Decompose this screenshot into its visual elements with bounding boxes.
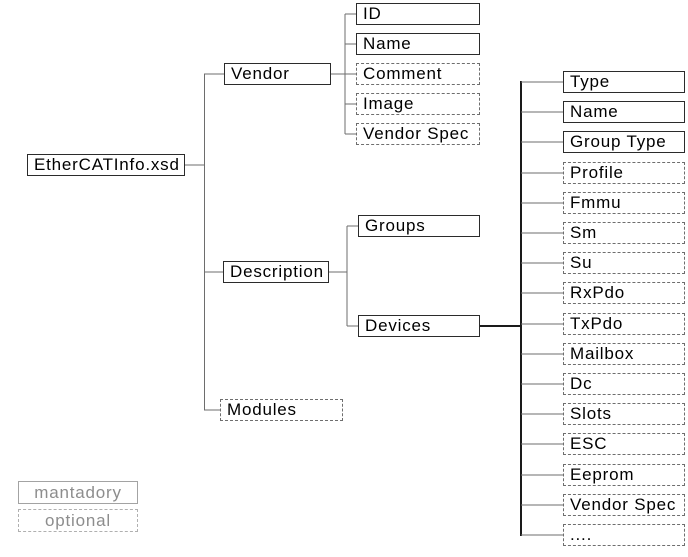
node-modules: Modules <box>220 399 343 421</box>
node-dc: Dc <box>563 373 685 395</box>
node-id: ID <box>356 3 480 25</box>
node-description: Description <box>223 261 329 283</box>
node-type: Type <box>563 71 685 93</box>
node-mailbox: Mailbox <box>563 343 685 365</box>
node-su: Su <box>563 252 685 274</box>
node-vendor-spec: Vendor Spec <box>356 123 480 145</box>
node-esc: ESC <box>563 433 685 455</box>
node-devices: Devices <box>358 315 480 337</box>
legend-mandatory: mantadory <box>18 481 138 504</box>
node-device-vendor-spec: Vendor Spec <box>563 494 685 516</box>
node-vendor-name: Name <box>356 33 480 55</box>
node-slots: Slots <box>563 403 685 425</box>
node-image: Image <box>356 93 480 115</box>
node-group-type: Group Type <box>563 131 685 153</box>
node-device-name: Name <box>563 101 685 123</box>
node-groups: Groups <box>358 215 480 237</box>
node-vendor: Vendor <box>224 63 331 85</box>
node-sm: Sm <box>563 222 685 244</box>
legend-optional: optional <box>18 509 138 532</box>
node-eeprom: Eeprom <box>563 464 685 486</box>
node-comment: Comment <box>356 63 480 85</box>
node-profile: Profile <box>563 162 685 184</box>
node-fmmu: Fmmu <box>563 192 685 214</box>
node-rxpdo: RxPdo <box>563 282 685 304</box>
node-ellipsis: .... <box>563 524 685 546</box>
node-ethercatinfo-xsd: EtherCATInfo.xsd <box>27 154 185 176</box>
node-txpdo: TxPdo <box>563 313 685 335</box>
